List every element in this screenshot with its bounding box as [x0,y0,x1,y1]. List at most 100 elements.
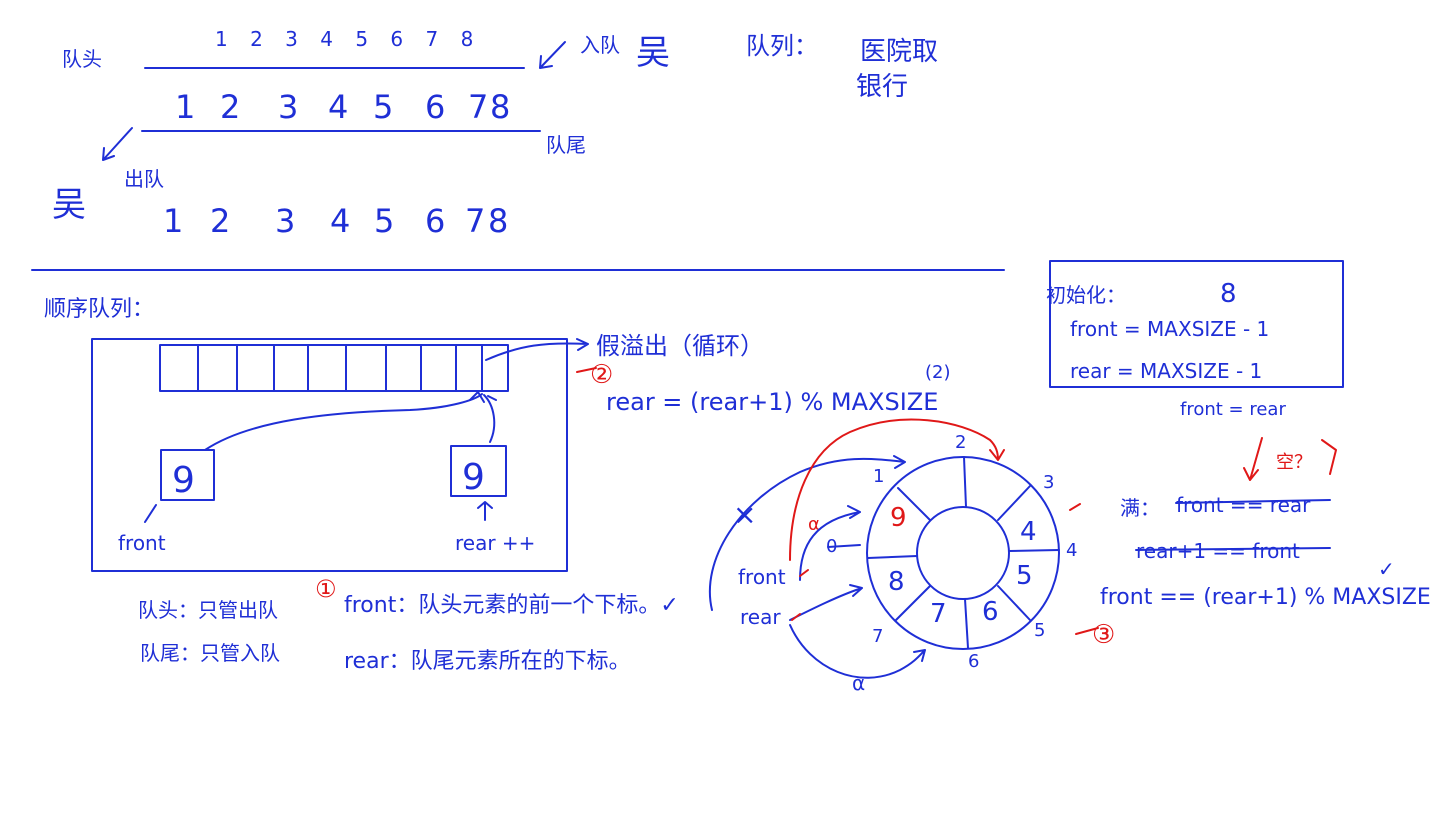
front-box [160,449,215,501]
empty-condition: front = rear [1180,399,1286,420]
top-number: 1 [175,88,195,126]
alpha-mark-blue: α [852,671,865,695]
rear-arrow [789,584,863,621]
red-ticks [791,569,809,621]
seq-queue-frame [91,338,568,572]
bottom-number: 4 [330,202,350,240]
alpha-mark-red: α [808,514,820,535]
strike-line-2 [1135,547,1331,551]
queue-title: 队列： [746,32,818,60]
ring-index: 1 [873,466,884,487]
rear-init: rear = MAXSIZE - 1 [1070,359,1262,383]
rear-label-arrow [477,501,493,521]
head-label: 队头 [62,47,102,71]
ring-spoke [895,585,931,621]
step2-marker: ② [590,360,613,390]
top-number: 6 [425,88,445,126]
bottom-row-numbers: 1 2 3 4 5 6 7 8 [163,202,508,240]
ring-spokes [867,456,1060,649]
tail-label: 队尾 [546,133,586,157]
ring-spoke [997,585,1031,621]
ring-index: 5 [1034,620,1045,641]
top-number: 4 [328,88,348,126]
bottom-number: 1 [163,202,183,240]
dequeue-arrow [102,127,133,161]
full-struck-1: front == rear [1176,493,1311,517]
strike-line-1 [1175,499,1331,504]
ring-value: 5 [1016,561,1033,591]
bottom-number: 7 [465,202,485,240]
ring-index: 4 [1066,540,1077,561]
ring-spoke [867,555,918,559]
formula-note: (2) [925,362,951,383]
sequence-small: 1 2 3 4 5 6 7 8 [215,27,481,51]
marker3-tick [1075,627,1099,635]
head-note: 队头：只管出队 [138,598,278,622]
ring-spoke [963,456,967,508]
rear-box [450,445,507,497]
top-number: 5 [373,88,393,126]
example-bank: 银行 [856,72,908,102]
top-queue-demo: 队头 1 2 3 4 5 6 7 8 入队 吴 1 2 3 4 5 6 7 8 … [52,27,938,240]
red-dash [1069,503,1081,511]
full-label: 满： [1120,496,1160,520]
ring-spoke [1008,549,1060,552]
ring-value: 6 [982,597,999,627]
step1-marker: ① [315,575,337,603]
enqueue-person: 吴 [636,33,670,73]
ring-index: 6 [968,651,979,672]
wrap-arrow [789,624,926,679]
rear-pointer-curve [483,394,496,443]
array-strip [159,344,509,392]
rear-label: rear ++ [455,531,535,555]
ring-index-labels: 0 1 2 3 4 5 6 7 [826,432,1077,672]
bottom-number: 3 [275,202,295,240]
front-box-value: 9 [172,460,195,501]
dequeue-person: 吴 [52,185,86,225]
init-box-frame [1049,260,1344,388]
top-row-numbers: 1 2 3 4 5 6 7 8 [175,88,510,126]
bottom-number: 8 [488,202,508,240]
front-arrow [799,505,861,581]
circular-queue: 0 1 2 3 4 5 6 7 9 4 5 6 7 8 front rear ×… [708,418,1077,695]
red-move-arrow [789,418,1005,561]
empty-tag: 空？ [1276,452,1312,473]
bottom-number: 5 [374,202,394,240]
ring-value: 8 [888,567,905,597]
ring-outer-arrow [708,455,906,611]
check-mark: ✓ [1378,557,1395,581]
example-hospital: 医院取 [860,37,938,67]
ring-index: 7 [872,626,883,647]
front-definition: front：队头元素的前一个下标。✓ [344,593,679,618]
ring-value: 7 [930,599,947,629]
marker3: ③ [1092,620,1115,650]
false-overflow-label: 假溢出（循环） [596,332,764,360]
rear-definition: rear：队尾元素所在的下标。 [344,649,631,674]
seq-queue-title: 顺序队列： [44,297,154,322]
init-box: 初始化： 8 front = MAXSIZE - 1 rear = MAXSIZ… [1046,260,1344,388]
ring-rear-label: rear [740,605,781,629]
array-cell-dividers [197,344,483,392]
bottom-number: 2 [210,202,230,240]
top-number: 7 [468,88,488,126]
dequeue-label: 出队 [124,167,164,191]
ring-value: 4 [1020,517,1037,547]
ring-spoke [964,598,969,649]
right-notes: front = rear 空？ 满： front == rear rear+1 … [1069,399,1431,650]
enqueue-label: 入队 [580,33,620,57]
enqueue-arrow [539,41,566,69]
full-struck-2: rear+1 == front [1136,539,1300,563]
tail-note: 队尾：只管入队 [140,641,280,665]
rear-box-value: 9 [462,457,485,498]
init-size: 8 [1220,279,1237,309]
empty-arrow [1243,437,1337,481]
top-number: 2 [220,88,240,126]
ring-index: 3 [1043,472,1054,493]
sequential-queue-section: 顺序队列： 假溢出（循环） ② (2) rear = (rear+1) % MA… [44,297,951,674]
init-title: 初始化： [1046,283,1126,307]
rear-formula: rear = (rear+1) % MAXSIZE [606,388,938,416]
front-label: front [118,531,166,555]
front-pointer-curve [204,393,483,451]
ring-cell-values: 9 4 5 6 7 8 [888,503,1037,629]
